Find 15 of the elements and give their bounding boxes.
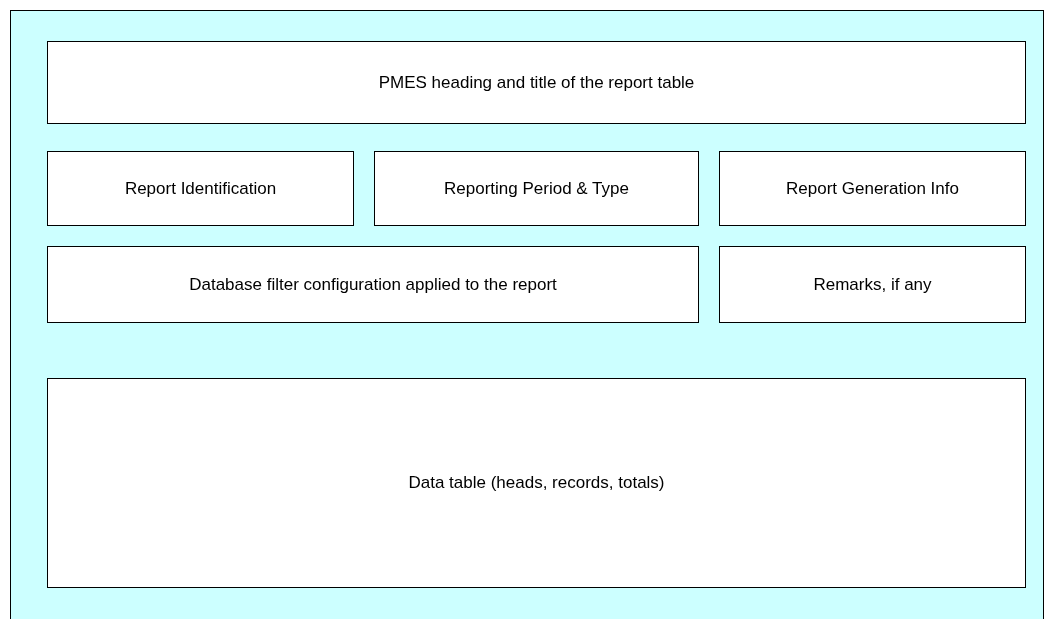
section-label: PMES heading and title of the report table xyxy=(377,71,696,94)
section-box xyxy=(719,151,1026,226)
section-label: Data table (heads, records, totals) xyxy=(407,472,666,495)
section-box xyxy=(47,378,1026,588)
section-box xyxy=(374,151,699,226)
section-label: Report Generation Info xyxy=(785,177,960,200)
section-label: Remarks, if any xyxy=(812,273,933,296)
section-box xyxy=(47,151,354,226)
section-box xyxy=(47,41,1026,124)
section-label: Report Identification xyxy=(123,177,278,200)
section-box xyxy=(47,246,699,323)
section-label: Reporting Period & Type xyxy=(443,177,630,200)
section-box xyxy=(719,246,1026,323)
section-label: Database filter configuration applied to the report xyxy=(188,273,558,296)
layout-panel xyxy=(10,10,1044,619)
